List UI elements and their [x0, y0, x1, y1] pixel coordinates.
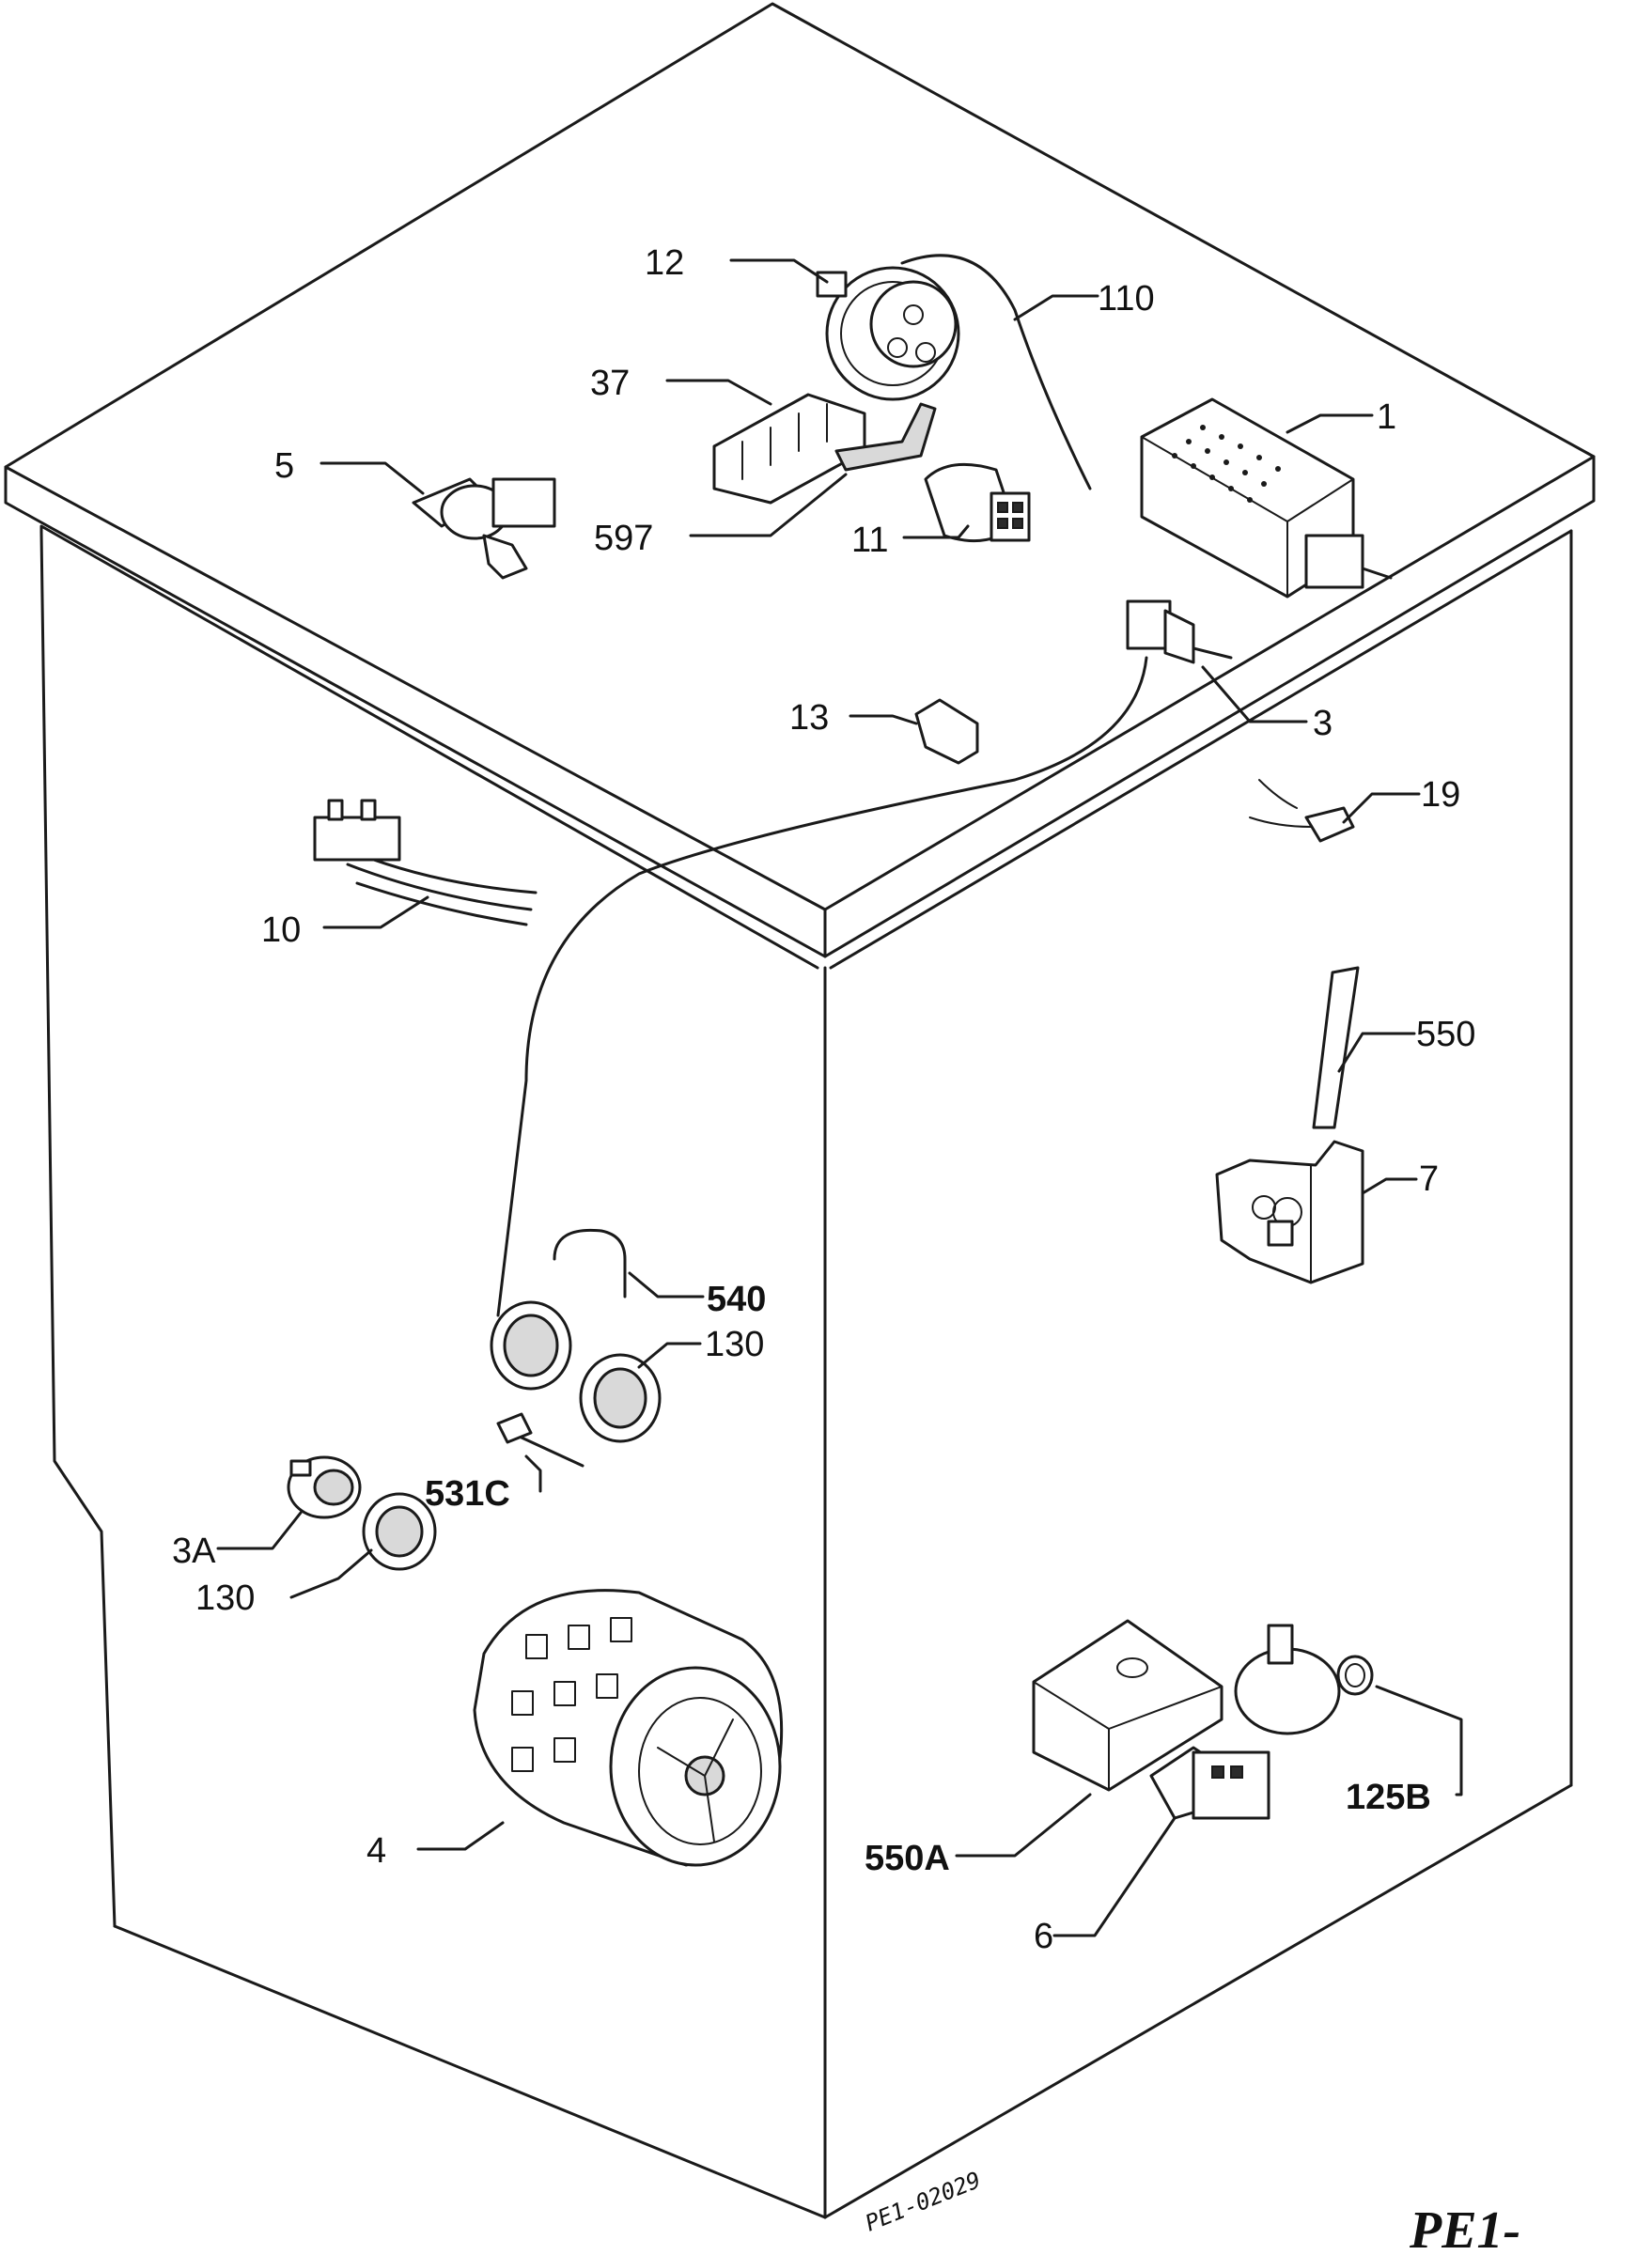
- motor-part-4: [473, 1589, 784, 1867]
- label-part-550a: 550A: [865, 1839, 950, 1878]
- label-part-4: 4: [366, 1831, 386, 1871]
- label-part-19: 19: [1421, 775, 1460, 815]
- door-switch-part-3: [1126, 599, 1233, 664]
- label-part-10: 10: [261, 910, 301, 950]
- drain-pump-part-6: [1149, 1624, 1341, 1820]
- drawing-code: PE1-02029: [862, 2167, 985, 2237]
- clip-part-597: [834, 402, 937, 472]
- cover-part-550a: [1032, 1619, 1223, 1792]
- hose-part-110: [900, 254, 1092, 490]
- thermostat-part-3a: [287, 1455, 362, 1519]
- label-part-130-upper: 130: [705, 1325, 764, 1364]
- label-part-125b: 125B: [1346, 1778, 1431, 1817]
- heating-element-part-10: [313, 799, 538, 926]
- terminal-block-part-37: [712, 393, 866, 505]
- grommet-part-130-upper: [579, 1353, 662, 1443]
- programmer-vents: [1172, 425, 1281, 503]
- solenoid-valve-part-5: [412, 477, 556, 580]
- sensor-part-19: [1249, 779, 1355, 843]
- part-labels: 12 110 37 1 5 597 11 13 3 19 10 550 7 54…: [172, 243, 1475, 1956]
- label-part-3a: 3A: [172, 1532, 216, 1571]
- grommet-part-130-lower: [362, 1492, 437, 1571]
- screw-part-531c: [496, 1412, 584, 1468]
- programmer-part-1: [1140, 397, 1393, 599]
- grommet-cable: [490, 1300, 572, 1391]
- label-part-11: 11: [851, 521, 888, 560]
- label-part-531c: 531C: [425, 1474, 510, 1514]
- label-part-12: 12: [645, 243, 684, 283]
- label-part-5: 5: [274, 446, 294, 486]
- door-lock-part-7: [1215, 1140, 1364, 1284]
- leader-lines: [216, 258, 1463, 1937]
- label-part-37: 37: [590, 364, 630, 403]
- filter-part-13: [914, 698, 979, 765]
- label-part-550: 550: [1416, 1015, 1475, 1054]
- motor-vents: [511, 1617, 632, 1772]
- label-part-110: 110: [1098, 279, 1155, 319]
- pressure-switch-part-12: [816, 266, 960, 401]
- cable-door-switch: [496, 656, 1148, 1317]
- label-part-7: 7: [1419, 1159, 1439, 1199]
- label-part-1: 1: [1377, 397, 1396, 437]
- lever-part-550: [1312, 966, 1360, 1129]
- capacitor-part-11: [924, 462, 1031, 543]
- label-part-130-lower: 130: [195, 1578, 255, 1618]
- label-part-540: 540: [707, 1280, 766, 1319]
- label-part-6: 6: [1034, 1917, 1053, 1956]
- page-code: PE1-: [1409, 2201, 1520, 2255]
- cabinet-outline: [4, 2, 1596, 2219]
- cable-tie-part-540: [553, 1228, 627, 1299]
- label-part-597: 597: [594, 519, 653, 558]
- seal-part-125b: [1336, 1655, 1374, 1696]
- label-part-13: 13: [789, 698, 829, 738]
- label-part-3: 3: [1313, 704, 1333, 743]
